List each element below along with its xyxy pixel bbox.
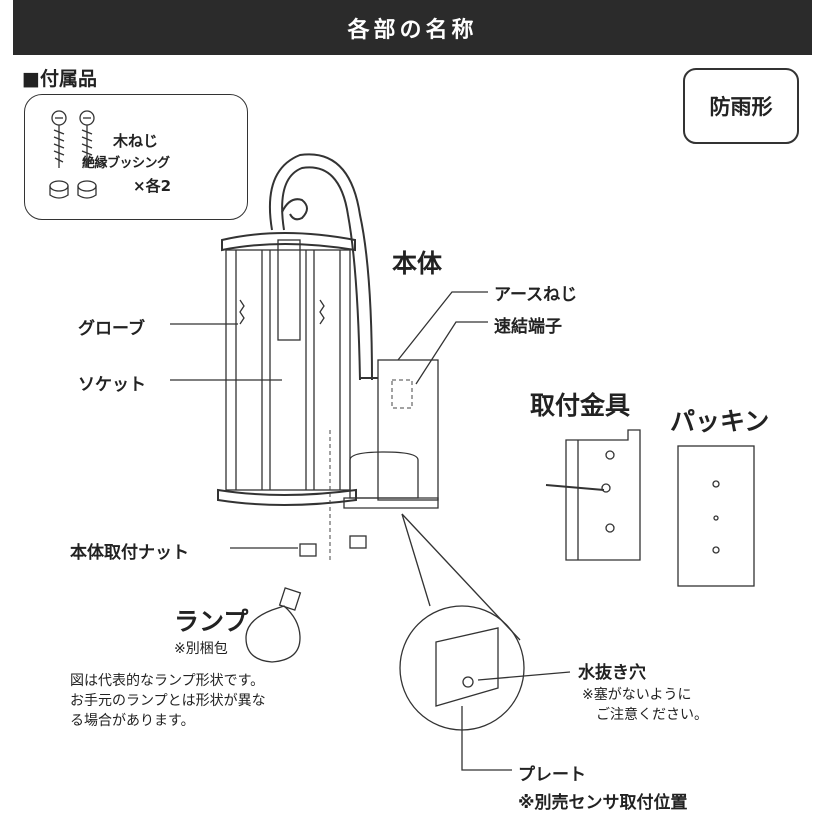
terminal-leader [415, 321, 488, 385]
accessory-wood-screw-label: 木ねじ [113, 132, 159, 150]
drain-note-line2: ご注意ください。 [596, 707, 708, 723]
body-nut-label: 本体取付ナット [70, 543, 189, 563]
bracket-drawing [545, 429, 641, 561]
accessory-quantity-label: ×各2 [133, 177, 172, 195]
drain-note-line1: ※塞がないように [582, 687, 692, 703]
disclaimer-line1: 図は代表的なランプ形状です。 [70, 673, 265, 689]
plate-label: プレート [518, 765, 586, 785]
drain-hole-detail [399, 513, 571, 771]
bushing-icon [49, 180, 97, 199]
plate-note: ※別売センサ取付位置 [518, 793, 688, 813]
earth-screw-label: アースねじ [494, 285, 578, 305]
accessories-box [24, 94, 248, 220]
lamp-bulb-icon [245, 587, 302, 663]
body-nut-icon [299, 535, 367, 557]
accessory-bushing-label: 絶縁ブッシング [82, 156, 170, 171]
socket-label: ソケット [78, 375, 146, 395]
accessories-title: ■付属品 [22, 68, 97, 90]
section-title: 各部の名称 [347, 17, 478, 43]
rainproof-badge: 防雨形 [683, 68, 799, 144]
drain-hole-label: 水抜き穴 [578, 663, 646, 683]
packing-label: パッキン [670, 407, 770, 436]
lamp-body-drawing [217, 153, 439, 560]
lamp-note: ※別梱包 [174, 641, 228, 657]
lamp-label: ランプ [174, 607, 249, 636]
section-header: 各部の名称 [13, 0, 812, 55]
wood-screw-icon [51, 110, 95, 168]
body-label: 本体 [392, 249, 443, 278]
globe-label: グローブ [78, 319, 145, 339]
disclaimer-line3: る場合があります。 [70, 713, 195, 729]
disclaimer-line2: お手元のランプとは形状が異な [70, 693, 266, 709]
packing-drawing [677, 445, 755, 587]
rainproof-badge-text: 防雨形 [709, 95, 773, 119]
quick-terminal-label: 速結端子 [494, 317, 562, 337]
earth-screw-leader [397, 291, 488, 361]
bracket-label: 取付金具 [530, 391, 631, 420]
